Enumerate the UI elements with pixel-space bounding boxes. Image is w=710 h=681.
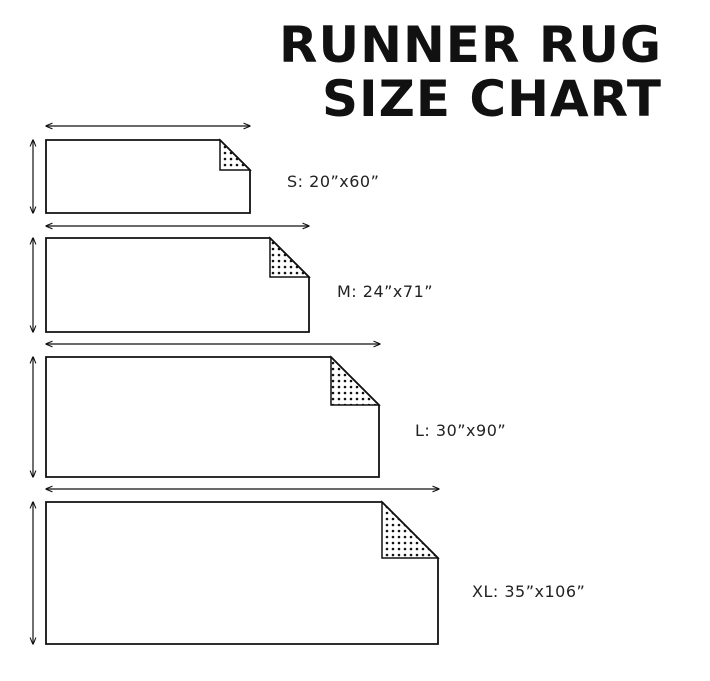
rug-size-s: S: 20”x60” [33,126,379,214]
chart-title: RUNNER RUG SIZE CHART [279,18,662,126]
chart-title-line1: RUNNER RUG [279,16,662,74]
size-label-s: S: 20”x60” [287,172,379,191]
rug-corner-fold-m [269,236,311,278]
rug-corner-fold-s [219,138,252,171]
rug-outline-s [45,139,251,214]
chart-title-line2: SIZE CHART [321,70,662,128]
rug-size-l: L: 30”x90” [33,344,506,478]
rug-size-m: M: 24”x71” [33,226,433,333]
rug-outline-m [45,237,310,333]
rug-outline-xl [45,501,439,645]
rug-size-xl: XL: 35”x106” [33,489,585,645]
size-label-m: M: 24”x71” [337,282,433,301]
size-label-xl: XL: 35”x106” [472,582,585,601]
rug-corner-fold-xl [381,500,440,559]
rug-outline-l [45,356,380,478]
rug-corner-fold-l [330,355,381,406]
size-label-l: L: 30”x90” [415,421,506,440]
